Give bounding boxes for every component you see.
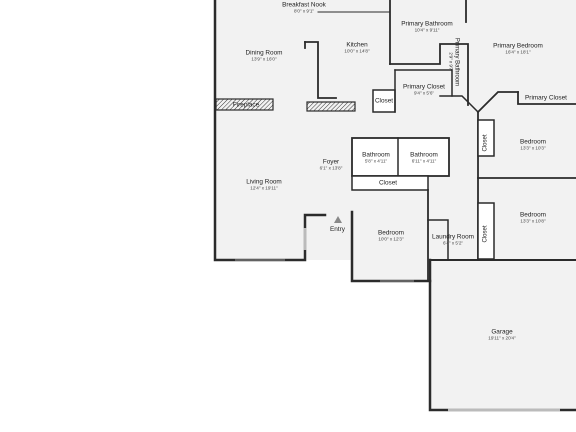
room-name: Primary Bathroom xyxy=(401,20,453,28)
room-name: Bedroom xyxy=(520,138,546,146)
room-breakfast-nook: Breakfast Nook 8'0" x 9'1" xyxy=(282,2,326,15)
room-dimensions: 13'3" x 10'8" xyxy=(520,219,546,225)
room-name: Breakfast Nook xyxy=(282,1,326,9)
room-primary-closet: Primary Closet 9'4" x 5'6" xyxy=(403,84,445,97)
room-name: Foyer xyxy=(322,158,340,166)
room-garage: Garage 19'11" x 20'4" xyxy=(488,329,515,342)
room-laundry-room: Laundry Room 6'4" x 5'2" xyxy=(432,234,474,247)
room-living-room: Living Room 12'4" x 19'11" xyxy=(246,179,282,192)
room-name: Bedroom xyxy=(378,229,404,237)
room-dimensions: 13'3" x 10'3" xyxy=(520,146,546,152)
room-name: Laundry Room xyxy=(432,233,474,241)
room-name: Bedroom xyxy=(520,211,546,219)
entry-label: Entry xyxy=(330,226,345,233)
room-dimensions: 10'0" x 12'3" xyxy=(378,237,404,243)
room-closet-hall: Closet xyxy=(379,179,397,186)
room-name: Garage xyxy=(491,328,513,336)
room-foyer: Foyer 6'1" x 13'8" xyxy=(320,159,343,172)
room-name: Fireplace xyxy=(232,101,260,109)
room-dimensions: 9'4" x 5'6" xyxy=(413,91,435,97)
room-name: Dining Room xyxy=(245,49,283,57)
room-dining-room: Dining Room 13'9" x 16'0" xyxy=(246,50,283,63)
room-primary-bedroom: Primary Bedroom 16'4" x 18'1" xyxy=(493,43,543,56)
room-name: Primary Bathroom xyxy=(453,37,460,87)
room-dimensions: 10'0" x 14'8" xyxy=(344,49,370,55)
room-name: Closet xyxy=(374,97,394,105)
room-dimensions: 6'11" x 4'11" xyxy=(411,159,437,165)
room-dimensions: 5'8" x 4'11" xyxy=(364,159,388,165)
room-name: Primary Closet xyxy=(403,83,445,91)
room-bedroom-front: Bedroom 10'0" x 12'3" xyxy=(378,230,404,243)
room-dimensions: 12'4" x 19'11" xyxy=(250,186,278,192)
room-dimensions: 10'4" x 9'11" xyxy=(414,28,440,34)
room-bathroom-2: Bathroom 6'11" x 4'11" xyxy=(410,152,438,165)
room-name: Living Room xyxy=(246,178,282,186)
room-name: Kitchen xyxy=(346,41,368,49)
room-dimensions: 6'1" x 13'8" xyxy=(319,166,343,172)
room-primary-closet-right: Primary Closet xyxy=(525,94,567,101)
room-primary-bathroom-small: Primary Bathroom 2'9" x 9'7" xyxy=(448,37,460,87)
room-dimensions: 6'4" x 5'2" xyxy=(442,241,464,247)
room-dimensions: 8'0" x 9'1" xyxy=(293,9,315,15)
room-dimensions: 13'9" x 16'0" xyxy=(251,57,277,63)
room-name: Primary Closet xyxy=(525,94,567,102)
fireplace-label: Fireplace xyxy=(233,101,259,108)
room-name: Bathroom xyxy=(362,151,390,159)
room-name: Closet xyxy=(378,179,398,187)
room-dimensions: 19'11" x 20'4" xyxy=(488,336,516,342)
room-name: Bathroom xyxy=(410,151,438,159)
room-primary-bathroom: Primary Bathroom 10'4" x 9'11" xyxy=(401,21,453,34)
room-closet-bed-upper: Closet xyxy=(482,134,489,152)
room-closet-bed-lower: Closet xyxy=(482,225,489,243)
room-name: Primary Bedroom xyxy=(493,42,543,50)
room-closet-kitchen: Closet xyxy=(375,97,393,104)
room-kitchen: Kitchen 10'0" x 14'8" xyxy=(344,42,369,55)
room-dimensions: 16'4" x 18'1" xyxy=(505,50,531,56)
room-bedroom-lower: Bedroom 13'3" x 10'8" xyxy=(520,212,546,225)
room-bedroom-upper: Bedroom 13'3" x 10'3" xyxy=(520,139,546,152)
room-bathroom-1: Bathroom 5'8" x 4'11" xyxy=(362,152,390,165)
